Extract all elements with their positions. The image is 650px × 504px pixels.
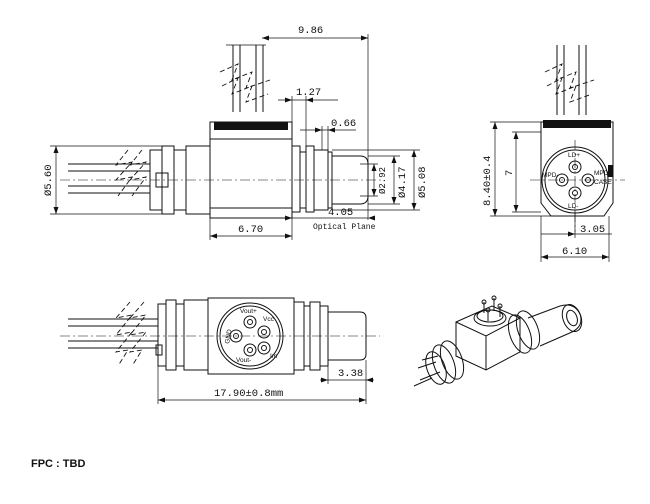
dim-diam-5-08: Ø5.08 [417, 166, 429, 198]
dim-3-05: 3.05 [580, 224, 605, 236]
vertical-leads [219, 44, 271, 112]
pin-vout-plus [243, 315, 257, 329]
side-view: 9.86 1.27 0.66 Ø5.60 Ø2.92 Ø4. [43, 25, 429, 240]
label-mpd-right: MPD+ [594, 170, 612, 177]
label-vcc: Vcc [263, 316, 275, 323]
label-vout-plus: Vout+ [240, 308, 257, 315]
isometric-view [413, 295, 583, 387]
dim-1-27: 1.27 [296, 87, 321, 99]
pin-vcc [257, 325, 271, 339]
bottom-flange-4 [183, 299, 209, 371]
label-ld-plus: LD+ [568, 152, 580, 159]
dim-6-70: 6.70 [238, 224, 263, 236]
front-body [540, 121, 614, 217]
dim-length: 17.90±0.8mm [214, 388, 283, 400]
front-leads [544, 45, 595, 115]
optical-plane-label: Optical Plane [313, 223, 376, 232]
dim-diam-4-17: Ø4.17 [397, 166, 409, 198]
horizontal-leads [68, 149, 150, 197]
bottom-flange-3 [175, 303, 185, 367]
label-case: CASE [594, 179, 612, 186]
label-im: Im [270, 353, 277, 360]
dim-height: 8.40±0.4 [482, 156, 494, 206]
fpc-note: FPC : TBD [31, 458, 86, 470]
front-flange-1 [291, 145, 301, 213]
dim-7: 7 [504, 170, 516, 176]
front-top-band [543, 120, 611, 128]
label-ld-minus: LD- [568, 203, 578, 210]
dim-diam-2-92: Ø2.92 [378, 167, 388, 194]
main-body [209, 121, 293, 219]
bottom-view: Vout+ Vcc GND Vout- Im 3.38 17.90±0.8mm [60, 297, 380, 404]
dim-3-38: 3.38 [338, 368, 363, 380]
dim-total-top: 9.86 [298, 25, 323, 37]
body-top-band [214, 122, 288, 130]
front-view: LD+ LD- MPD- MPD+ CASE 8.40±0.4 7 3.05 [482, 45, 625, 262]
label-vout-minus: Vout- [236, 357, 251, 364]
dim-4-05: 4.05 [328, 207, 353, 219]
bottom-slot [155, 344, 163, 356]
pin-im [257, 341, 271, 355]
label-mpd-left: MPD- [542, 172, 559, 179]
dim-diam-5-60: Ø5.60 [43, 164, 55, 196]
front-key [608, 165, 613, 177]
bottom-flange-2 [165, 299, 177, 371]
dim-0-66: 0.66 [331, 118, 356, 130]
label-gnd: GND [224, 329, 233, 345]
bottom-leads [68, 301, 158, 367]
iso-cube [455, 305, 521, 371]
dim-6-10: 6.10 [562, 246, 587, 258]
pin-vout-minus [243, 343, 257, 357]
bottom-flange-1 [157, 303, 167, 367]
front-flange-3 [305, 145, 315, 213]
